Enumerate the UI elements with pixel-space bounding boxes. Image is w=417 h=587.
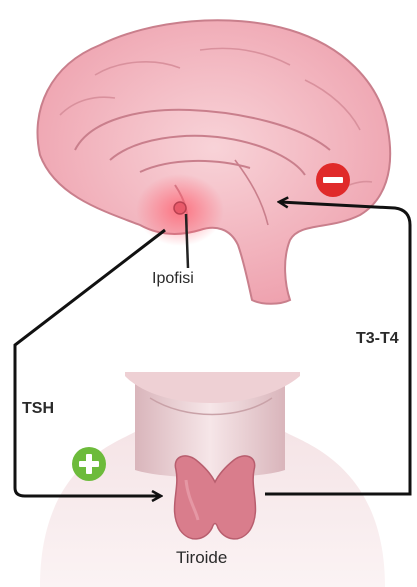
pituitary-label: Ipofisi (152, 270, 194, 288)
t3-t4-label: T3-T4 (356, 330, 399, 348)
plus-icon (72, 447, 106, 481)
minus-icon (316, 163, 350, 197)
brain-illustration (38, 20, 391, 304)
thyroid-label: Tiroide (176, 548, 227, 568)
tsh-label: TSH (22, 400, 54, 418)
